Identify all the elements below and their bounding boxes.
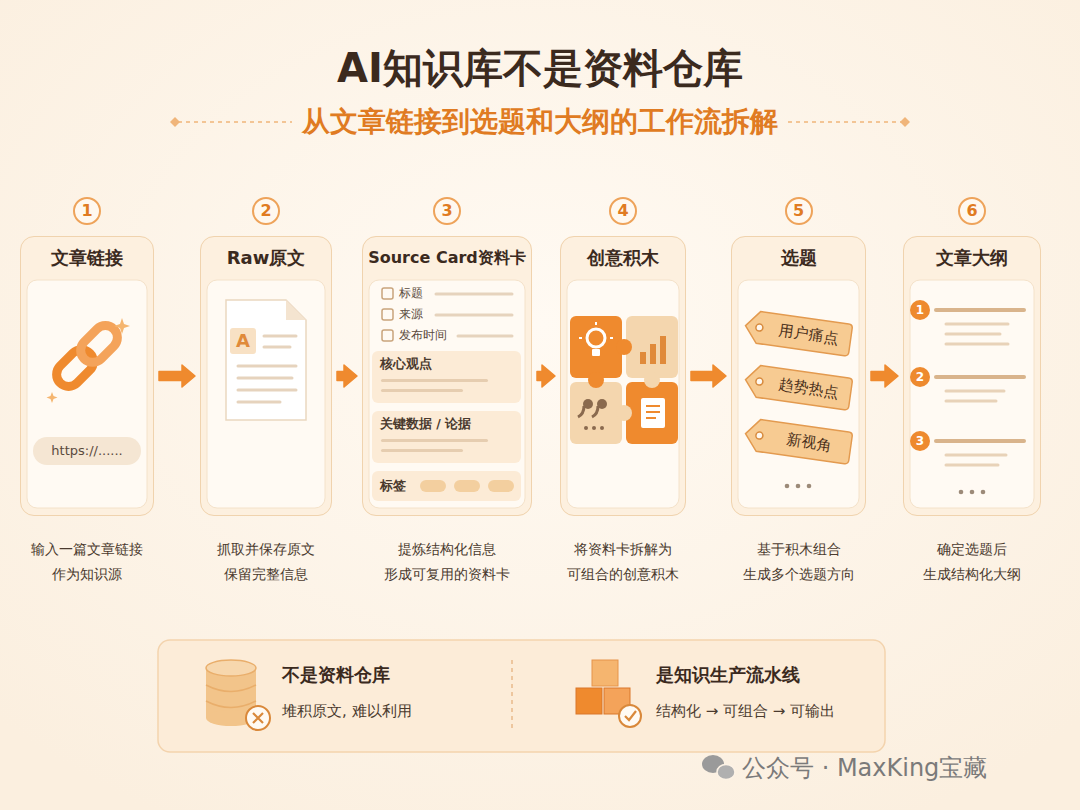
field-heading: 核心观点 (380, 356, 432, 373)
flow-arrow (871, 365, 898, 387)
step-number: 2 (252, 197, 280, 225)
card-inner-panel (567, 280, 679, 508)
process-card: 5选题基于积木组合 生成多个选题方向用户痛点趋势热点新视角 (731, 236, 866, 516)
wechat-icon (702, 755, 735, 780)
outline-number: 2 (910, 367, 930, 387)
database-icon (206, 660, 270, 730)
process-card: 1文章链接输入一篇文章链接 作为知识源https://...... (20, 236, 154, 516)
step-description: 输入一篇文章链接 作为知识源 (7, 537, 167, 587)
card-inner-panel (27, 280, 147, 508)
flow-arrow (159, 365, 195, 387)
document-letter: A (230, 328, 256, 354)
outline-lines (936, 310, 1024, 465)
band-divider (511, 660, 513, 732)
illustrations (47, 288, 1025, 780)
card-fill (20, 236, 154, 516)
placeholder-line (381, 389, 463, 392)
summary-item: 不是资料仓库堆积原文, 难以利用 (282, 662, 412, 722)
step-number: 5 (785, 197, 813, 225)
tag-hole (755, 324, 763, 332)
field-panel: 核心观点 (372, 351, 521, 403)
card-inner-panel (738, 280, 859, 508)
step-description: 确定选题后 生成结构化大纲 (890, 537, 1054, 587)
card-heading: Raw原文 (205, 239, 327, 277)
process-card: 4创意积木将资料卡拆解为 可组合的创意积木 (560, 236, 686, 516)
summary-text: 结构化 → 可组合 → 可输出 (656, 700, 835, 722)
summary-band (158, 640, 885, 752)
sparkle (47, 318, 131, 403)
tag-text: 趋势热点 (741, 362, 855, 413)
topic-tag: 用户痛点 (741, 308, 855, 359)
tag-text: 新视角 (741, 416, 855, 467)
summary-text: 堆积原文, 难以利用 (282, 700, 412, 722)
puzzle-icon (570, 316, 678, 444)
card-heading: Source Card资料卡 (367, 239, 527, 277)
step-description: 将资料卡拆解为 可组合的创意积木 (547, 537, 699, 587)
field-name: 发布时间 (399, 327, 447, 343)
outline-number: 3 (910, 431, 930, 451)
process-card: 2Raw原文抓取并保存原文 保留完整信息 (200, 236, 332, 516)
flow-arrow (537, 365, 555, 387)
placeholder-line (381, 449, 463, 452)
field-heading: 关键数据 / 论据 (380, 416, 471, 433)
card-inner-panel (910, 280, 1034, 508)
tag-text: 用户痛点 (741, 308, 855, 359)
step-number: 3 (433, 197, 461, 225)
card-inner-panel (369, 280, 525, 508)
summary-heading: 不是资料仓库 (282, 662, 412, 688)
card-fill (560, 236, 686, 516)
tag-chip (488, 480, 514, 492)
step-number: 6 (958, 197, 986, 225)
process-card: 3Source Card资料卡提炼结构化信息 形成可复用的资料卡核心观点关键数据… (362, 236, 532, 516)
summary-heading: 是知识生产流水线 (656, 662, 835, 688)
url-text: https://...... (33, 437, 141, 465)
more-dots (785, 484, 986, 495)
field-panel: 关键数据 / 论据 (372, 411, 521, 463)
card-heading: 文章链接 (25, 239, 149, 277)
document-icon (226, 300, 306, 420)
watermark: 公众号 · MaxKing宝藏 (742, 752, 987, 784)
field-name: 标题 (399, 285, 423, 301)
card-heading: 选题 (736, 239, 861, 277)
flow-arrow (337, 365, 357, 387)
field-panel: 标签 (372, 471, 521, 501)
url-pill: https://...... (33, 437, 141, 465)
tag-chip (454, 480, 480, 492)
tag-hole (755, 378, 763, 386)
card-inner-panel (207, 280, 325, 508)
topic-tag: 趋势热点 (741, 362, 855, 413)
placeholder-line (381, 379, 488, 382)
subtitle: 从文章链接到选题和大纲的工作流拆解 (0, 104, 1080, 140)
field-icons (382, 288, 393, 341)
tag-chip (420, 480, 446, 492)
summary-item: 是知识生产流水线结构化 → 可组合 → 可输出 (656, 662, 835, 722)
card-fill (362, 236, 532, 516)
card-fill (731, 236, 866, 516)
step-number: 4 (609, 197, 637, 225)
card-heading: 文章大纲 (908, 239, 1036, 277)
placeholder-line (381, 439, 488, 442)
field-lines (436, 294, 512, 336)
field-heading: 标签 (380, 471, 406, 501)
step-description: 提炼结构化信息 形成可复用的资料卡 (349, 537, 545, 587)
card-heading: 创意积木 (565, 239, 681, 277)
tag-hole (755, 432, 763, 440)
step-number: 1 (73, 197, 101, 225)
step-description: 抓取并保存原文 保留完整信息 (187, 537, 345, 587)
card-fill (200, 236, 332, 516)
cubes-icon (576, 660, 641, 727)
topic-tag: 新视角 (741, 416, 855, 467)
card-fill (903, 236, 1041, 516)
flow-arrow (691, 365, 726, 387)
field-name: 来源 (399, 306, 423, 322)
outline-number: 1 (910, 300, 930, 320)
card-fills (20, 236, 1041, 516)
diagram-title: AI知识库不是资料仓库 (0, 40, 1080, 96)
chain-icon (52, 321, 123, 392)
step-description: 基于积木组合 生成多个选题方向 (718, 537, 879, 587)
